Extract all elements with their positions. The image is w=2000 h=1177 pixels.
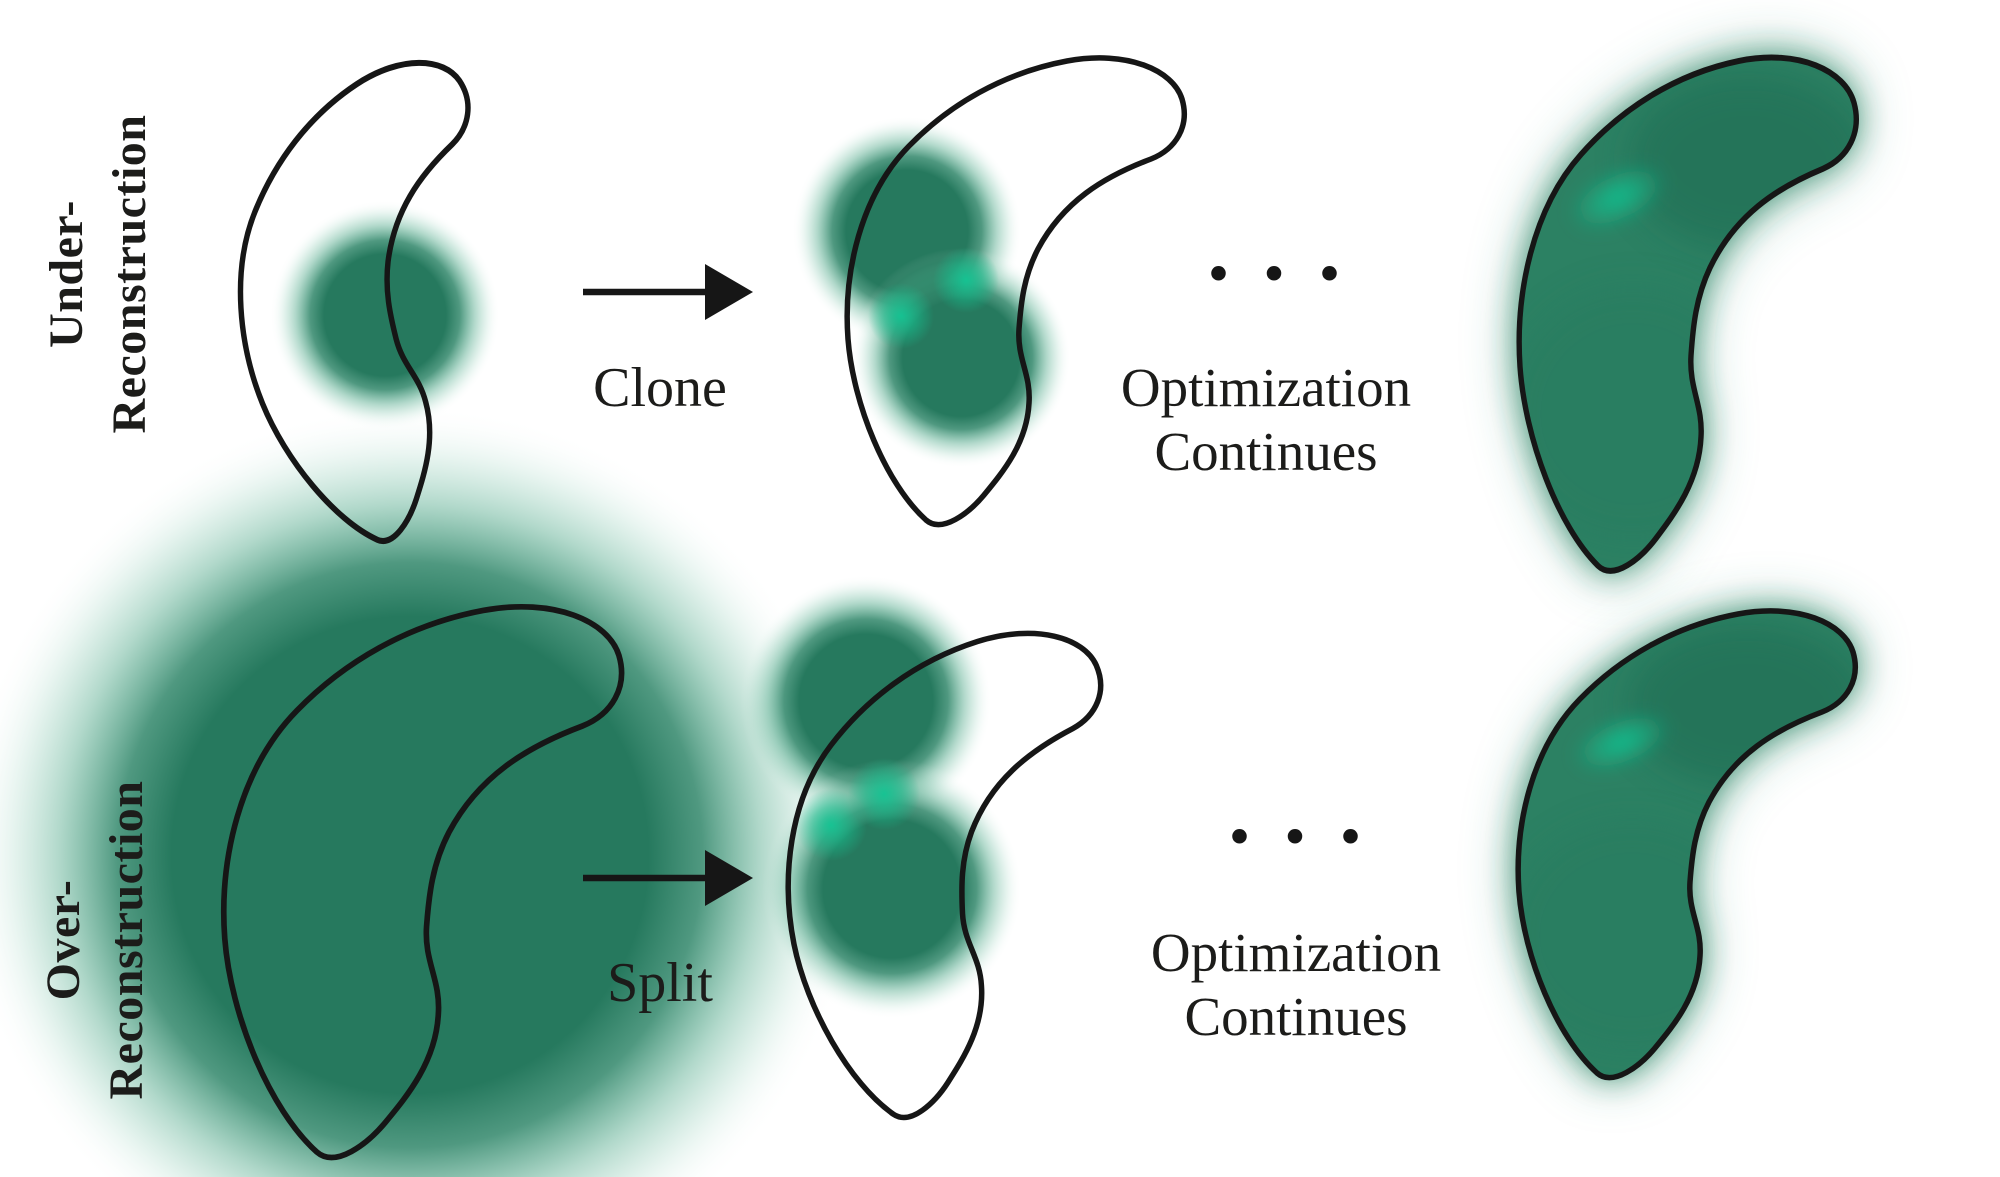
split-operation-label: Split bbox=[607, 952, 713, 1014]
gaussian-blob bbox=[740, 575, 992, 827]
arrow-right-icon bbox=[583, 850, 753, 906]
gaussian-overlap-highlight bbox=[1568, 163, 1668, 231]
gaussian-overlap-highlight bbox=[868, 283, 934, 349]
row-label-line: Over- bbox=[37, 879, 90, 1001]
optimization-continues-label: Optimization Continues bbox=[1121, 356, 1411, 484]
split-gaussian-pair bbox=[740, 575, 1022, 1019]
continuation-line: Optimization bbox=[1150, 922, 1442, 983]
clone-operation-label: Clone bbox=[593, 357, 727, 419]
gaussian-overlap-highlight bbox=[933, 247, 999, 313]
ellipsis-dots: ••• bbox=[1224, 809, 1392, 867]
continuation-line: Continues bbox=[1184, 986, 1408, 1047]
row-label-over-reconstruction: Over- Reconstruction bbox=[32, 781, 158, 1100]
row-label-line: Reconstruction bbox=[100, 780, 153, 1100]
optimization-continues-label: Optimization Continues bbox=[1151, 921, 1441, 1049]
arrow-right-icon bbox=[583, 264, 753, 320]
gaussian-overlap-highlight bbox=[795, 789, 867, 861]
converged-shape-filled bbox=[1508, 58, 1868, 571]
gaussian-blob bbox=[270, 200, 500, 430]
gaussian-overlap-highlight bbox=[1572, 711, 1672, 773]
ellipsis-dots: ••• bbox=[1203, 246, 1371, 304]
gaussian-blob-large bbox=[0, 405, 860, 1177]
continuation-line: Continues bbox=[1154, 421, 1378, 482]
continuation-line: Optimization bbox=[1120, 357, 1412, 418]
row-label-line: Under- bbox=[40, 200, 93, 348]
row-label-line: Reconstruction bbox=[103, 114, 156, 434]
row-label-under-reconstruction: Under- Reconstruction bbox=[35, 115, 161, 434]
converged-shape-filled bbox=[1507, 611, 1867, 1078]
gaussian-overlap-highlight bbox=[848, 758, 920, 830]
